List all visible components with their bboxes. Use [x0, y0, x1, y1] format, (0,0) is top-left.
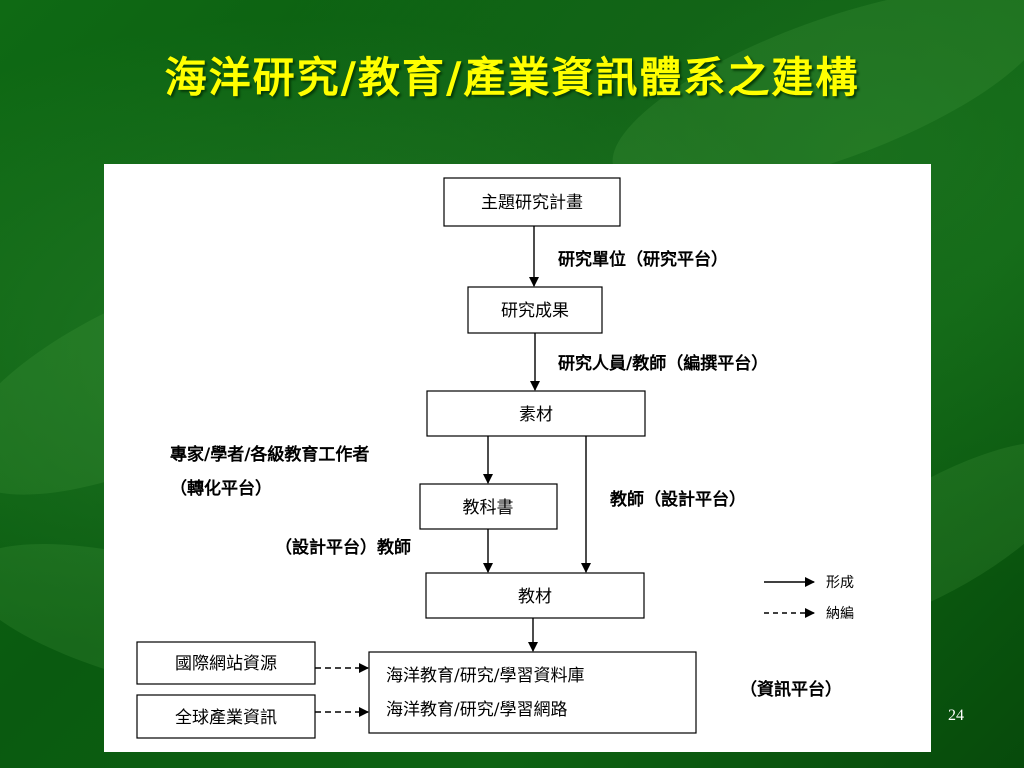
legend: 形成 納編 — [764, 575, 854, 622]
flow-diagram: 主題研究計畫 研究成果 素材 教科書 教材 國際網站資源 全球產業資訊 海洋教 — [136, 177, 854, 739]
box-intl-web-resources-text: 國際網站資源 — [175, 654, 277, 674]
box-research-results: 研究成果 — [467, 286, 603, 334]
label-info-platform: （資訊平台） — [740, 679, 842, 700]
slide-title: 海洋研究/教育/產業資訊體系之建構 — [164, 53, 860, 102]
page-number: 24 — [948, 707, 964, 724]
label-research-unit: 研究單位（研究平台） — [558, 249, 728, 270]
box-research-results-text: 研究成果 — [501, 301, 569, 321]
box-global-industry-info: 全球產業資訊 — [136, 694, 316, 739]
box-textbook: 教科書 — [419, 483, 558, 530]
diagram-panel: 主題研究計畫 研究成果 素材 教科書 教材 國際網站資源 全球產業資訊 海洋教 — [104, 164, 931, 752]
label-experts-line2: （轉化平台） — [170, 478, 272, 499]
box-research-plan: 主題研究計畫 — [443, 177, 621, 227]
box-materials: 素材 — [426, 390, 646, 437]
box-database-network: 海洋教育/研究/學習資料庫 海洋教育/研究/學習網路 — [368, 651, 697, 734]
box-database-text: 海洋教育/研究/學習資料庫 — [386, 666, 584, 686]
box-textbook-text: 教科書 — [463, 498, 514, 518]
box-intl-web-resources: 國際網站資源 — [136, 641, 316, 685]
label-teacher-design: 教師（設計平台） — [609, 489, 746, 510]
label-design-teacher: （設計平台）教師 — [275, 537, 411, 558]
box-global-industry-info-text: 全球產業資訊 — [175, 708, 277, 728]
label-researchers-teachers: 研究人員/教師（編撰平台） — [558, 353, 768, 374]
legend-solid-label: 形成 — [826, 575, 854, 591]
box-teaching-materials-text: 教材 — [518, 587, 552, 607]
label-experts-line1: 專家/學者/各級教育工作者 — [170, 444, 369, 465]
box-teaching-materials: 教材 — [425, 572, 645, 619]
box-research-plan-text: 主題研究計畫 — [481, 193, 583, 213]
legend-dashed-label: 納編 — [826, 606, 854, 622]
box-materials-text: 素材 — [519, 405, 553, 425]
box-network-text: 海洋教育/研究/學習網路 — [386, 700, 567, 720]
